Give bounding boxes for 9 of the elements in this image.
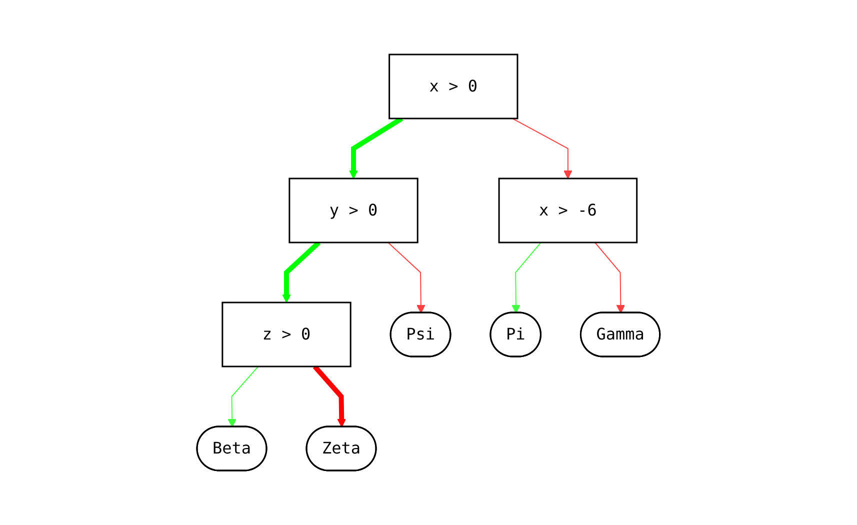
node-box: y > 0 — [288, 178, 418, 244]
arrow — [388, 242, 426, 314]
arrow — [594, 242, 626, 314]
node-box: x > 0 — [388, 54, 518, 120]
arrow — [512, 242, 542, 314]
node-box: x > -6 — [498, 178, 638, 244]
arrow — [512, 118, 572, 179]
node-box: z > 0 — [222, 302, 352, 368]
arrow — [228, 366, 259, 428]
